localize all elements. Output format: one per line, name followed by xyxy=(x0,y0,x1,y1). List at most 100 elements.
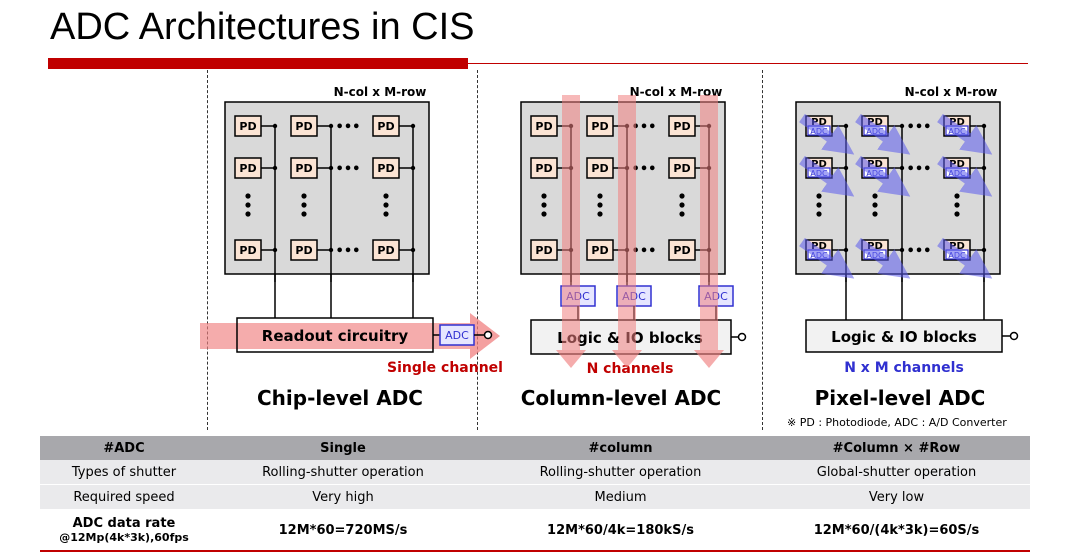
photodiode-label: PD xyxy=(949,117,965,128)
horizontal-ellipsis: ••• xyxy=(632,120,657,135)
vertical-ellipsis-dot xyxy=(597,211,603,217)
array-size-label: N-col x M-row xyxy=(334,85,427,99)
vertical-ellipsis-dot xyxy=(954,202,960,208)
output-terminal xyxy=(737,332,747,342)
connector-dot xyxy=(899,123,905,129)
pixel-channel-arrow xyxy=(799,113,855,155)
vertical-ellipsis-dot xyxy=(679,193,685,199)
horizontal-ellipsis: ••• xyxy=(336,244,361,259)
pixel-channel-arrow xyxy=(937,237,993,279)
connector-dot xyxy=(981,247,987,253)
header-cell: Single xyxy=(208,436,478,460)
horizontal-ellipsis: ••• xyxy=(907,162,932,177)
connector-dot xyxy=(328,247,334,253)
output-terminal xyxy=(483,330,493,340)
channel-count-label: N channels xyxy=(587,361,674,377)
connector-dot xyxy=(843,165,849,171)
pink-channel-arrow-body xyxy=(200,323,470,349)
horizontal-ellipsis: ••• xyxy=(632,162,657,177)
chip-adc-label: ADC xyxy=(445,329,469,342)
header-cell: #column xyxy=(478,436,763,460)
output-terminal xyxy=(1009,331,1019,341)
photodiode-label: PD xyxy=(673,162,690,175)
column-channel-arrow-head xyxy=(556,350,586,368)
pixel-channel-arrow xyxy=(855,155,911,197)
vertical-ellipsis-dot xyxy=(816,211,822,217)
connector-dot xyxy=(899,247,905,253)
vertical-ellipsis-dot xyxy=(872,193,878,199)
title-underline-bar xyxy=(48,58,468,69)
data-rate-condition: @12Mp(4k*3k),60fps xyxy=(59,531,189,544)
table-row: Required speed Very high Medium Very low xyxy=(40,484,1030,510)
photodiode-label: PD xyxy=(591,120,608,133)
photodiode-label: PD xyxy=(867,241,883,252)
table-cell: Types of shutter xyxy=(40,460,208,485)
connector-dot xyxy=(328,123,334,129)
separator-1 xyxy=(207,70,208,430)
pixel-channel-arrow xyxy=(799,155,855,197)
photodiode-label: PD xyxy=(811,117,827,128)
connector-dot xyxy=(410,165,416,171)
table-cell: Rolling-shutter operation xyxy=(208,460,478,485)
title-underline-line xyxy=(468,63,1028,64)
photodiode-label: PD xyxy=(949,159,965,170)
footnote: ※ PD : Photodiode, ADC : A/D Converter xyxy=(787,416,1007,429)
column-channel-arrow-body xyxy=(618,95,636,350)
photodiode-label: PD xyxy=(535,244,552,257)
connector-dot xyxy=(410,123,416,129)
architecture-caption: Pixel-level ADC xyxy=(815,386,986,410)
photodiode-label: PD xyxy=(867,117,883,128)
array-size-label: N-col x M-row xyxy=(905,85,998,99)
table-cell: 12M*60/4k=180kS/s xyxy=(478,509,763,552)
page-title: ADC Architectures in CIS xyxy=(50,6,475,48)
photodiode-label: PD xyxy=(949,241,965,252)
column-channel-arrow-head xyxy=(612,350,642,368)
array-size-label: N-col x M-row xyxy=(630,85,723,99)
photodiode-label: PD xyxy=(811,241,827,252)
connector-dot xyxy=(981,123,987,129)
connector-dot xyxy=(843,123,849,129)
table-header-row: #ADC Single #column #Column × #Row xyxy=(40,436,1030,460)
vertical-ellipsis-dot xyxy=(383,211,389,217)
vertical-ellipsis-dot xyxy=(301,193,307,199)
horizontal-ellipsis: ••• xyxy=(907,244,932,259)
vertical-ellipsis-dot xyxy=(383,193,389,199)
connector-dot xyxy=(328,165,334,171)
table-cell: Required speed xyxy=(40,484,208,510)
table-cell: 12M*60=720MS/s xyxy=(208,509,478,552)
connector-dot xyxy=(272,123,278,129)
photodiode-label: PD xyxy=(295,120,312,133)
photodiode-label: PD xyxy=(239,120,256,133)
column-channel-arrow-head xyxy=(694,350,724,368)
separator-3 xyxy=(762,70,763,430)
vertical-ellipsis-dot xyxy=(245,211,251,217)
vertical-ellipsis-dot xyxy=(872,211,878,217)
connector-dot xyxy=(981,165,987,171)
pixel-channel-arrow xyxy=(937,155,993,197)
pixel-channel-arrow xyxy=(855,113,911,155)
readout-circuitry-label: Readout circuitry xyxy=(262,327,409,345)
photodiode-label: PD xyxy=(377,162,394,175)
photodiode-label: PD xyxy=(591,162,608,175)
photodiode-label: PD xyxy=(295,244,312,257)
channel-count-label: N x M channels xyxy=(844,360,964,376)
photodiode-label: PD xyxy=(377,244,394,257)
vertical-ellipsis-dot xyxy=(816,193,822,199)
photodiode-label: PD xyxy=(591,244,608,257)
pixel-channel-arrow xyxy=(799,237,855,279)
table-cell: 12M*60/(4k*3k)=60S/s xyxy=(763,509,1030,552)
architecture-caption: Column-level ADC xyxy=(521,386,722,410)
pixel-channel-arrow xyxy=(855,237,911,279)
data-rate-label-cell: ADC data rate @12Mp(4k*3k),60fps xyxy=(40,509,208,552)
photodiode-label: PD xyxy=(535,120,552,133)
vertical-ellipsis-dot xyxy=(541,193,547,199)
vertical-ellipsis-dot xyxy=(301,202,307,208)
photodiode-label: PD xyxy=(239,162,256,175)
table-row: Types of shutter Rolling-shutter operati… xyxy=(40,460,1030,485)
connector-dot xyxy=(899,165,905,171)
photodiode-label: PD xyxy=(535,162,552,175)
photodiode-label: PD xyxy=(239,244,256,257)
vertical-ellipsis-dot xyxy=(597,193,603,199)
connector-dot xyxy=(272,247,278,253)
